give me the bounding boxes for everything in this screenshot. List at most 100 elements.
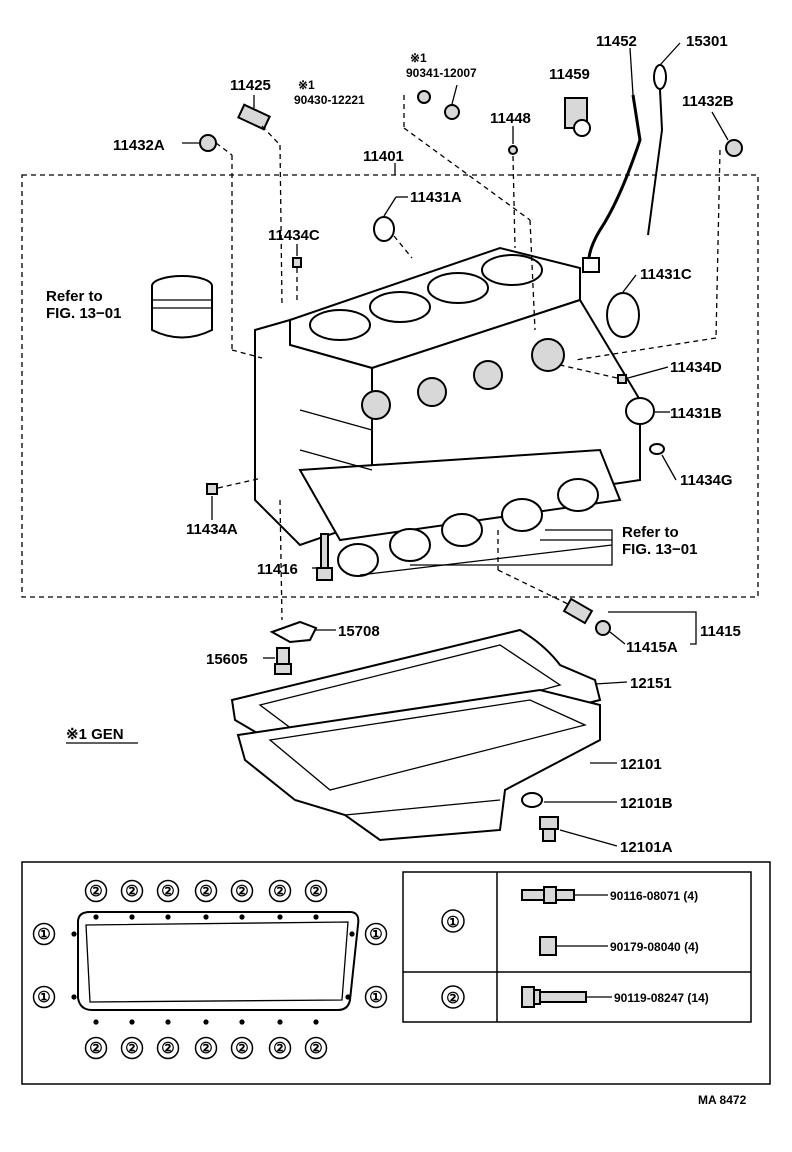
key-2-bottom-0: ② (89, 1040, 102, 1057)
bolt-hole-2 (129, 914, 135, 920)
flange-bolt-icon (521, 986, 612, 1008)
leader-lines (182, 42, 729, 847)
key-2-top-5-ring (268, 879, 292, 903)
svg-text:11416: 11416 (257, 561, 298, 578)
label-11459: 11459 (549, 66, 590, 83)
bolt-15605 (274, 647, 292, 675)
key-2-top-5: ② (273, 883, 286, 900)
svg-text:90179-08040 (4): 90179-08040 (4) (610, 940, 699, 954)
refer-note-a-line2: FIG. 13−01 (46, 305, 121, 322)
svg-text:11432A: 11432A (113, 137, 165, 154)
label-15605: 15605 (206, 651, 248, 668)
svg-text:11415: 11415 (700, 623, 741, 640)
bolt-hole-14 (71, 931, 77, 937)
key-2-top-1-ring (120, 879, 144, 903)
drain-plug-12101A (539, 816, 559, 842)
bolt-hole-6 (203, 914, 209, 920)
bolt-hole-15 (349, 931, 355, 937)
svg-text:12101: 12101 (620, 756, 662, 773)
bolt-hole-0 (93, 914, 99, 920)
pin-11434C (292, 257, 302, 268)
key-2-bottom-3: ② (199, 1040, 212, 1057)
svg-text:※1 GEN: ※1 GEN (66, 726, 124, 743)
label-11432A: 11432A (113, 137, 165, 154)
svg-text:FIG. 13−01: FIG. 13−01 (46, 305, 121, 322)
svg-text:FIG. 13−01: FIG. 13−01 (622, 541, 697, 558)
label-11431A: 11431A (410, 189, 462, 206)
legend-key-1: ① (446, 914, 459, 931)
plug-11448 (508, 145, 518, 155)
oil-pan-drawing (230, 628, 602, 842)
key-1-side-0-ring (32, 922, 56, 946)
refer-note-b-line2: FIG. 13−01 (622, 541, 697, 558)
key-2-bottom-0-ring (84, 1036, 108, 1060)
gen-note: ※1 GEN (66, 726, 124, 743)
svg-text:15708: 15708 (338, 623, 380, 640)
refer-note-b-line1: Refer to (622, 524, 679, 541)
svg-text:90430-12221: 90430-12221 (294, 93, 365, 107)
key-1-side-2-ring (32, 985, 56, 1009)
svg-text:①: ① (446, 914, 459, 931)
cylinder-block-drawing (254, 246, 641, 577)
svg-text:11415A: 11415A (626, 639, 678, 656)
svg-text:②: ② (446, 990, 459, 1007)
key-1-side-0: ① (37, 926, 50, 943)
key-2-top-6-ring (304, 879, 328, 903)
plug-11431A (373, 216, 395, 242)
key-2-top-2: ② (161, 883, 174, 900)
label-15708: 15708 (338, 623, 380, 640)
key-2-bottom-2: ② (161, 1040, 174, 1057)
dipstick-15301 (647, 64, 667, 236)
svg-text:90341-12007: 90341-12007 (406, 66, 477, 80)
bolt-hole-10 (277, 914, 283, 920)
key-2-top-3: ② (199, 883, 212, 900)
pin-11434A (206, 483, 218, 495)
bolt-hole-9 (239, 1019, 245, 1025)
part-labels: 11452 15301 11425 ※1 90341-12007 ※1 9043… (46, 33, 741, 856)
plug-90430 (417, 90, 431, 104)
key-1-side-1-ring (364, 922, 388, 946)
plug-11431C (606, 292, 640, 338)
label-90341-12007: 90341-12007 (406, 66, 477, 80)
key-2-bottom-2-ring (156, 1036, 180, 1060)
key-1-side-3: ① (369, 989, 382, 1006)
pin-11434D (617, 374, 627, 384)
svg-text:12101A: 12101A (620, 839, 673, 856)
piston-reference-drawing (151, 275, 213, 339)
bolt-legend-frame (21, 861, 771, 1085)
bolt-hole-1 (93, 1019, 99, 1025)
key-2-top-0-ring (84, 879, 108, 903)
label-11425: 11425 (230, 77, 271, 94)
key-2-bottom-6: ② (309, 1040, 322, 1057)
refer-note-a-line1: Refer to (46, 288, 103, 305)
bolt-hole-4 (165, 914, 171, 920)
key-2-bottom-1: ② (125, 1040, 138, 1057)
key-2-top-0: ② (89, 883, 102, 900)
key-2-top-4: ② (235, 883, 248, 900)
plug-11431B (625, 397, 655, 425)
svg-text:15605: 15605 (206, 651, 248, 668)
svg-text:12151: 12151 (630, 675, 672, 692)
svg-text:90116-08071 (4): 90116-08071 (4) (610, 889, 698, 903)
svg-text:11434A: 11434A (186, 521, 238, 538)
bolt-11416 (316, 533, 333, 581)
key-2-top-2-ring (156, 879, 180, 903)
bolt-hole-13 (313, 1019, 319, 1025)
label-12151: 12151 (630, 675, 672, 692)
svg-text:Refer to: Refer to (46, 288, 103, 305)
key-2-top-6: ② (309, 883, 322, 900)
stud-bolt-icon (521, 886, 608, 904)
svg-text:90119-08247 (14): 90119-08247 (14) (614, 991, 709, 1005)
key-2-top-3-ring (194, 879, 218, 903)
svg-text:11401: 11401 (363, 148, 404, 165)
key-1-side-3-ring (364, 985, 388, 1009)
note-mark-a: ※1 (410, 51, 427, 65)
plug-11432A (199, 134, 217, 152)
legend-key-2: ② (446, 990, 459, 1007)
label-11416: 11416 (257, 561, 298, 578)
svg-text:11432B: 11432B (682, 93, 734, 110)
svg-text:※1: ※1 (410, 51, 427, 65)
svg-text:MA 8472: MA 8472 (698, 1093, 747, 1107)
